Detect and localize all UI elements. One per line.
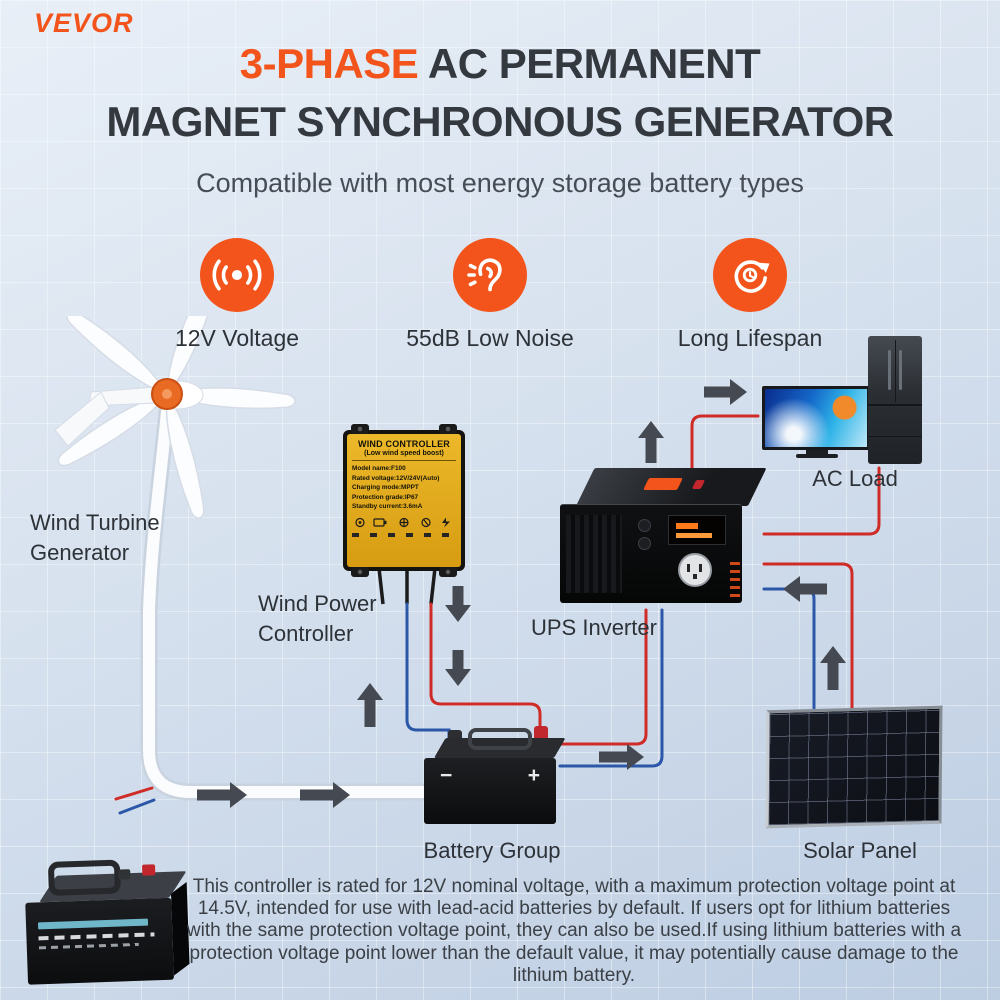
wind-power-controller-label: Wind Power Controller — [258, 591, 377, 646]
battery-handle — [468, 728, 532, 750]
ear-noise-glyph — [467, 258, 502, 292]
feature-lifespan-label: Long Lifespan — [677, 325, 823, 351]
spare-battery-positive-post — [141, 864, 156, 876]
spare-battery-label-stripe — [37, 918, 149, 930]
fridge-section-line — [868, 404, 922, 406]
controller-divider — [352, 460, 456, 461]
tv-base — [796, 454, 838, 458]
ups-button — [638, 537, 651, 550]
controller-leads — [377, 567, 437, 605]
battery-group-label: Battery Group — [423, 838, 561, 863]
page-subtitle: Compatible with most energy storage batt… — [196, 168, 804, 198]
spare-battery-handle — [47, 859, 121, 896]
tv-screen — [762, 386, 870, 450]
feature-voltage: 12V Voltage — [117, 238, 357, 352]
page-title-line1: 3-PHASE AC PERMANENT — [0, 40, 1000, 88]
spare-battery-negative-post — [118, 869, 131, 880]
ups-side-stripes — [730, 557, 740, 597]
fridge-handle — [888, 350, 891, 390]
controller-mount-tab — [439, 424, 457, 434]
controller-mount-tab — [439, 567, 457, 577]
controller-spec-voltage: Rated voltage:12V/24V(Auto) — [352, 474, 440, 482]
ups-top-label — [643, 478, 683, 490]
solar-panel-label: Solar Panel — [803, 838, 917, 863]
controller-mount-tab — [351, 567, 369, 577]
tv-stand — [806, 450, 828, 454]
ups-inverter — [560, 462, 767, 608]
lifespan-cycle-icon — [713, 238, 787, 312]
turbine-tail-fin — [54, 391, 110, 447]
solar-panel — [765, 705, 943, 829]
wind-turbine-label: Wind Turbine Generator — [30, 510, 160, 565]
brand-logo: VEVOR — [34, 8, 134, 38]
controller-port-icons — [355, 517, 450, 528]
refrigerator — [868, 336, 922, 464]
ear-noise-icon — [453, 238, 527, 312]
ups-led-display — [668, 515, 726, 545]
ups-front-face — [560, 504, 742, 603]
title-line1-rest: AC PERMANENT — [418, 40, 761, 87]
controller-spec-grade: Protection grade:IP67 — [352, 493, 419, 501]
controller-mount-tab — [351, 424, 369, 434]
battery-minus-mark: − — [440, 764, 453, 787]
controller-faceplate: WIND CONTROLLER (Low wind speed boost) M… — [347, 434, 461, 567]
fridge-drawer-line — [868, 436, 922, 437]
ac-load-label: AC Load — [812, 466, 898, 491]
page-title-line2: MAGNET SYNCHRONOUS GENERATOR — [106, 98, 894, 145]
ups-ac-outlet — [678, 553, 712, 587]
controller-spec-standby: Standby current:3.6mA — [352, 503, 423, 511]
controller-title: WIND CONTROLLER — [358, 439, 450, 449]
spare-battery-label-text-row — [38, 932, 155, 941]
feature-low-noise-label: 55dB Low Noise — [406, 325, 574, 351]
feature-voltage-label: 12V Voltage — [174, 325, 300, 351]
signal-voltage-icon — [200, 238, 274, 312]
controller-subtitle: (Low wind speed boost) — [364, 450, 444, 457]
controller-spec-mode: Charging mode:MPPT — [352, 484, 419, 492]
feature-low-noise: 55dB Low Noise — [370, 238, 610, 352]
ups-button — [638, 519, 651, 532]
spare-battery — [24, 855, 190, 991]
ups-inverter-label: UPS Inverter — [531, 615, 657, 640]
spare-battery-label-text-row — [38, 942, 139, 950]
spare-battery-label — [25, 897, 175, 985]
fridge-door-split — [895, 340, 896, 402]
title-accent: 3-PHASE — [239, 40, 419, 87]
battery-plus-mark: + — [527, 764, 540, 787]
battery-group: − + — [424, 718, 566, 826]
wind-power-controller: WIND CONTROLLER (Low wind speed boost) M… — [343, 424, 465, 577]
battery-front-face: − + — [424, 758, 556, 824]
controller-spec-model: Model name:F100 — [352, 465, 406, 472]
fridge-handle — [899, 350, 902, 390]
lifespan-cycle-glyph — [734, 260, 770, 293]
controller-voltage-note: This controller is rated for 12V nominal… — [186, 876, 962, 986]
signal-voltage-glyph — [212, 259, 262, 291]
feature-lifespan: Long Lifespan — [630, 238, 870, 352]
ups-heatsink-fins — [566, 515, 622, 593]
controller-terminal-labels — [352, 533, 456, 538]
